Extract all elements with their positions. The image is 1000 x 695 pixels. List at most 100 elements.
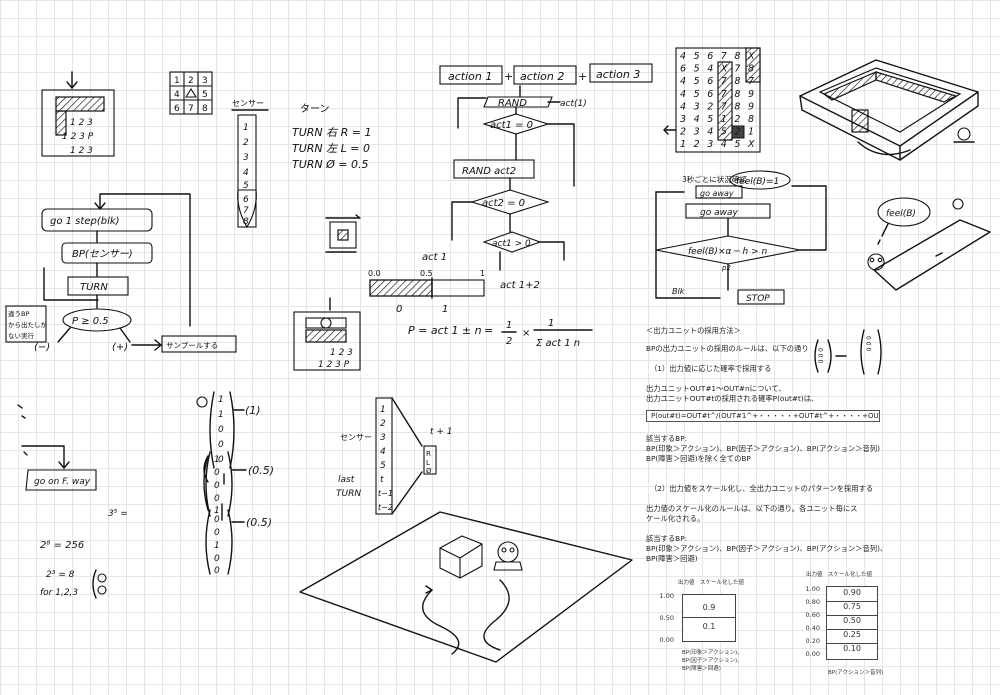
out-act1: act 1 bbox=[422, 252, 447, 263]
s2-4: 4 bbox=[380, 447, 386, 457]
out-act12: act 1+2 bbox=[500, 280, 540, 291]
maze-cell: 1 bbox=[748, 127, 754, 138]
chart1-footer-2: BP(障害＞回避) bbox=[682, 666, 721, 672]
v1-1: 1 bbox=[218, 410, 224, 420]
math-4: 3⁵ = bbox=[108, 509, 128, 519]
chart1-ytick-0: 1.00 bbox=[659, 592, 674, 600]
s2-5: 5 bbox=[380, 461, 386, 471]
maze-cell: 5 bbox=[694, 51, 700, 62]
cond1: act1 = 0 bbox=[490, 120, 533, 131]
v2-result: (0.5) bbox=[248, 464, 274, 477]
doc-intro: BPの出力ユニットの採用のルールは、以下の通り bbox=[646, 344, 809, 353]
rf-cond: feel(B)×α ─ h > n bbox=[688, 247, 768, 257]
s2-3: 3 bbox=[380, 433, 386, 443]
maze-cell: 3 bbox=[694, 127, 700, 138]
flow-p: P ≥ 0.5 bbox=[72, 316, 109, 327]
small-vectors: 0 0 0 0 0 0 bbox=[814, 329, 882, 375]
v1-2: 0 bbox=[218, 425, 224, 435]
v1-3: 0 bbox=[218, 440, 224, 450]
start-room-diagram: 1 2 3 1 2 3 P 1 2 3 bbox=[41, 71, 115, 157]
maze-cell: 9 bbox=[748, 89, 754, 100]
act1-label: act(1) bbox=[560, 99, 587, 109]
v2-4: 1 bbox=[214, 506, 220, 516]
turn-notes: ターン TURN 右 R = 1 TURN 左 L = 0 TURN Ø = 0… bbox=[292, 103, 372, 171]
grid-8: 8 bbox=[202, 104, 208, 114]
flow-note-2: から出たしか bbox=[8, 320, 48, 329]
math-3: for 1,2,3 bbox=[40, 588, 78, 598]
chart2-ytick-4: 0.20 bbox=[805, 637, 820, 645]
rf-stop: STOP bbox=[746, 294, 770, 304]
action-1: action 1 bbox=[448, 70, 492, 83]
maze-cell: 5 bbox=[707, 114, 713, 125]
lower-row-1: 1 2 3 bbox=[330, 348, 353, 358]
action-flowchart: action 1 + action 2 + action 3 RAND act(… bbox=[422, 63, 653, 291]
room-3d bbox=[799, 59, 979, 161]
rf-goaway1: go away bbox=[700, 189, 734, 198]
right-o: Ø bbox=[426, 467, 432, 475]
chart2-cell-1: 0.75 bbox=[843, 602, 861, 611]
rf-p2: p2 bbox=[721, 264, 731, 272]
doc-s1-a1: BP(印象＞アクション)、BP(因子＞アクション)、BP(アクション＞音列) bbox=[646, 444, 880, 453]
turn-title: ターン bbox=[300, 103, 330, 115]
bar-t0: 0.0 bbox=[368, 269, 381, 278]
maze-cell: 4 bbox=[680, 89, 686, 100]
maze-cell: 5 bbox=[734, 139, 740, 150]
start-row-2: 1 2 3 P bbox=[62, 132, 94, 142]
maze-cell: 6 bbox=[707, 76, 713, 87]
v1-result: (1) bbox=[245, 404, 261, 417]
doc-s2-applies: 該当するBP: bbox=[646, 534, 688, 543]
action-3: action 3 bbox=[596, 68, 640, 81]
flow-turn: TURN bbox=[80, 282, 108, 293]
action-2: action 2 bbox=[520, 70, 564, 83]
left-flowchart: go 1 step(blk) BP(センサー) TURN P ≥ 0.5 (−)… bbox=[5, 193, 237, 491]
chart2-footer-0: BP(アクション＞音列) bbox=[828, 670, 884, 676]
grid-3: 3 bbox=[202, 76, 208, 86]
sensor-column-2: センサー 1 2 3 4 5 t t−1 t−2 last TURN t + 1… bbox=[336, 397, 453, 515]
flow-sample: サンプールする bbox=[166, 341, 218, 350]
maze-cell: 6 bbox=[707, 51, 713, 62]
maze-cell: 7 bbox=[748, 76, 754, 87]
maze-cell: 7 bbox=[721, 89, 727, 100]
probability-bar: 0.0 0.5 1 0 1 bbox=[368, 269, 485, 315]
maze-cell: 7 bbox=[721, 51, 727, 62]
maze-cell: 5 bbox=[694, 64, 700, 75]
v3-4: 0 bbox=[214, 566, 220, 576]
formula-num: 1 bbox=[548, 318, 554, 329]
flow-minus: (−) bbox=[34, 342, 50, 353]
maze-cell: 3 bbox=[694, 101, 700, 112]
sensor-2: 2 bbox=[243, 138, 249, 148]
sensor-7: 7 bbox=[243, 206, 249, 216]
v3-3: 0 bbox=[214, 554, 220, 564]
math-2: 2³ = 8 bbox=[46, 570, 75, 580]
plus-sign-1: + bbox=[504, 70, 513, 83]
bar-zero: 0 bbox=[396, 304, 402, 315]
turn-label: TURN bbox=[336, 489, 361, 499]
math-notes: 3⁵ = 2⁸ = 256 2³ = 8 for 1,2,3 bbox=[40, 509, 128, 599]
scale-chart-2: 出力値 スケール化した値 1.00 0.80 0.60 0.40 0.20 0.… bbox=[798, 572, 918, 688]
maze-cell: 8 bbox=[734, 101, 740, 112]
probability-formula: P = act 1 ± n = 1 2 × 1 Σ act 1 n bbox=[408, 318, 593, 349]
scale-chart-1: 出力値 スケール化した値 1.00 0.50 0.00 0.9 0.1 BP(印… bbox=[652, 580, 772, 690]
maze-cell: 4 bbox=[694, 114, 700, 125]
rf-top2: feel(B)=1 bbox=[736, 177, 779, 187]
grid-5: 5 bbox=[202, 90, 208, 100]
s2-2: 2 bbox=[380, 419, 386, 429]
doc-formula: P(out#t)=OUT#t^/(OUT#1^+・・・・・+OUT#t^+・・・… bbox=[646, 410, 880, 422]
maze-cell: 6 bbox=[680, 64, 686, 75]
flow-step: go 1 step(blk) bbox=[50, 216, 120, 227]
v3-2: 1 bbox=[214, 541, 220, 551]
maze-cell: X bbox=[747, 51, 755, 62]
maze-cell: 8 bbox=[734, 76, 740, 87]
chart2-ytick-2: 0.60 bbox=[805, 611, 820, 619]
doc-s1-applies: 該当するBP: bbox=[646, 434, 688, 443]
grid-7: 7 bbox=[188, 104, 194, 114]
maze-cell: 4 bbox=[707, 64, 713, 75]
v3-0: 0 bbox=[214, 515, 220, 525]
sensor-3: 3 bbox=[243, 153, 249, 163]
right-flowchart: 3秒ごとに状況確認 feel(B)=1 go away go away feel… bbox=[655, 170, 827, 305]
maze-cell: 6 bbox=[707, 89, 713, 100]
sensor2-label: センサー bbox=[340, 433, 372, 442]
